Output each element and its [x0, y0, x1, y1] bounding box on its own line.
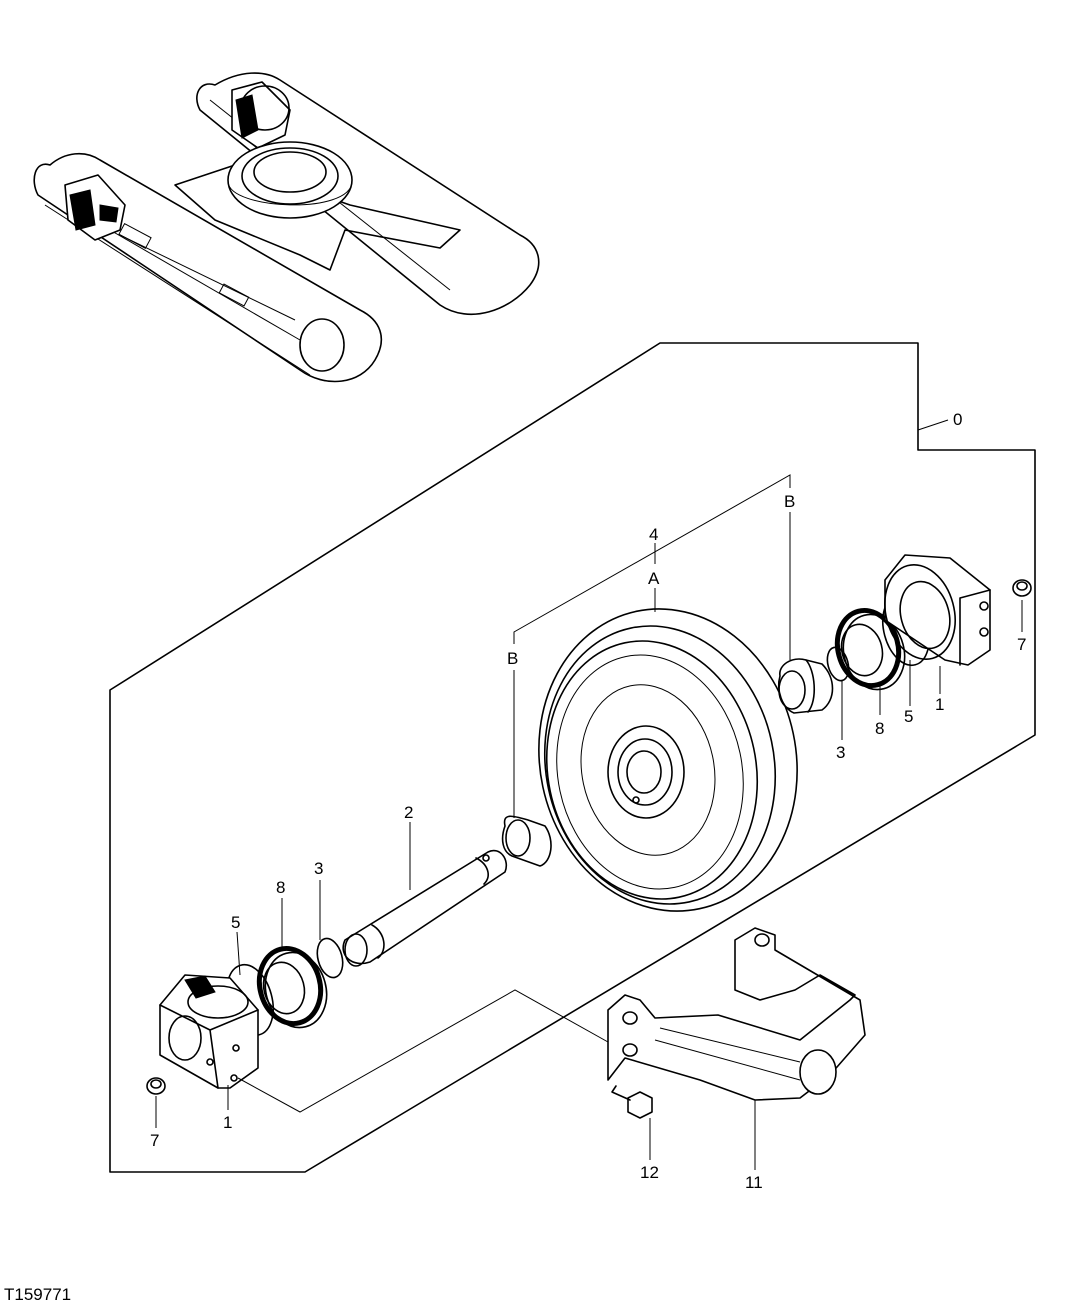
floating-seal-left	[256, 945, 328, 1029]
undercarriage-overview	[33, 72, 540, 383]
callout-8-left: 8	[276, 878, 285, 897]
shaft	[342, 849, 507, 967]
idler-wheel	[538, 608, 798, 912]
callout-B-right: B	[784, 492, 795, 511]
guard-bracket	[607, 927, 866, 1101]
callout-1-left: 1	[223, 1113, 232, 1132]
support-block-right	[884, 554, 991, 666]
callout-7-left: 7	[150, 1131, 159, 1150]
callout-7-right: 7	[1017, 635, 1026, 654]
callout-2: 2	[404, 803, 413, 822]
callout-1-right: 1	[935, 695, 944, 714]
o-ring-left	[316, 937, 344, 979]
callout-4: 4	[649, 525, 658, 544]
callout-8-right: 8	[875, 719, 884, 738]
callout-3-right: 3	[836, 743, 845, 762]
callout-A: A	[648, 569, 660, 588]
support-block-left	[159, 974, 259, 1089]
set-screw-left	[146, 1077, 166, 1095]
callout-5-right: 5	[904, 707, 913, 726]
figure-id: T159771	[4, 1285, 71, 1304]
floating-seal-right	[834, 607, 906, 691]
leader-lines	[155, 419, 1023, 1170]
callout-3-left: 3	[314, 859, 323, 878]
callout-B-left: B	[507, 649, 518, 668]
assembly-boundary	[109, 342, 1036, 1173]
bolt	[611, 1085, 653, 1119]
bushing-left	[501, 815, 552, 867]
callout-0: 0	[953, 410, 962, 429]
callout-labels: 0 B 4 A B 7 1 5 8 3 2 3 8 5 1 7 12 11	[150, 410, 1026, 1192]
bushing-right	[778, 658, 834, 714]
callout-12: 12	[640, 1163, 659, 1182]
callout-5-left: 5	[231, 913, 240, 932]
callout-11: 11	[745, 1173, 763, 1192]
set-screw-right	[1012, 579, 1032, 597]
